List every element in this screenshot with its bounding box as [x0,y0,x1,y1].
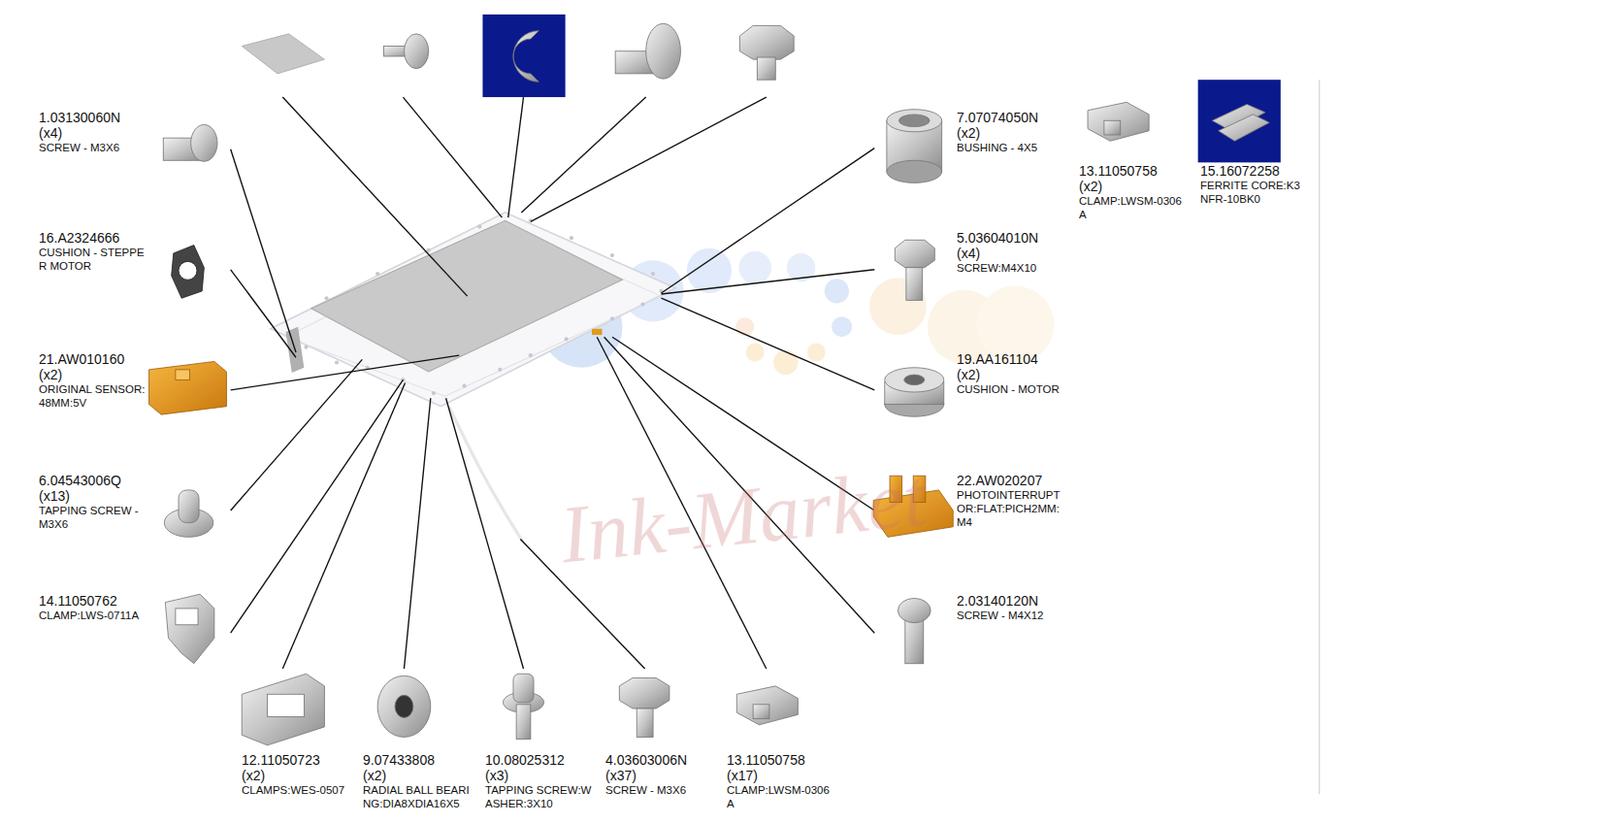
part-callout: 2.03140120NSCREW - M4X12 [956,592,1064,622]
quantity: (x37) [605,767,713,784]
quantity: (x2) [362,767,470,784]
part-number: 4.03603006N [605,751,713,768]
part-callout: 19.AA161104(x2)CUSHION - MOTOR [956,351,1064,396]
part-icons [149,14,1281,746]
watermark: Ink-Market [555,450,931,583]
part-number: 12.11050723 [241,751,349,768]
quantity: (x2) [1078,178,1186,195]
part-description: CLAMP:LWSM-0306A [1078,194,1186,222]
part-number: 2.03140120N [956,592,1064,609]
part-callout: 15.16072258FERRITE CORE:K3NFR-10BK0 [1200,163,1307,206]
part-description: ORIGINAL SENSOR:48MM:5V [38,382,146,410]
part-callout: 12.11050723(x2)CLAMPS:WES-0507 [241,751,349,797]
part-callout: 10.08025312(x3)TAPPING SCREW:WASHER:3X10 [485,751,592,811]
quantity: (x17) [726,767,834,784]
quantity: (x13) [38,488,146,504]
divider [1318,79,1320,794]
part-description: CLAMPS:WES-0507 [241,783,349,797]
part-description: FERRITE CORE:K3NFR-10BK0 [1200,178,1307,206]
part-callout: 6.04543006Q(x13)TAPPING SCREW - M3X6 [38,472,146,531]
part-callout: 21.AW010160(x2)ORIGINAL SENSOR:48MM:5V [38,351,146,410]
part-callout: 14.11050762CLAMP:LWS-0711A [38,592,146,622]
part-number: 6.04543006Q [38,472,146,489]
part-callout: 13.11050758(x2)CLAMP:LWSM-0306A [1078,163,1186,222]
quantity: (x2) [38,366,146,383]
part-number: 1.03130060N [38,109,146,126]
part-number: 16.A2324666 [38,229,146,246]
quantity: (x4) [956,245,1064,262]
part-callout: 4.03603006N(x37)SCREW - M3X6 [605,751,713,797]
quantity: (x2) [241,767,349,784]
part-description: CLAMP:LWSM-0306A [726,783,834,811]
part-description: TAPPING SCREW:WASHER:3X10 [485,783,592,811]
quantity: (x4) [38,125,146,141]
part-number: 5.03604010N [956,229,1064,246]
part-description: SCREW - M3X6 [605,783,713,797]
quantity: (x2) [956,125,1064,141]
part-description: CLAMP:LWS-0711A [38,608,146,622]
part-callout: 5.03604010N(x4)SCREW:M4X10 [956,229,1064,275]
part-description: BUSHING - 4X5 [956,140,1064,155]
part-callout: 1.03130060N(x4)SCREW - M3X6 [38,109,146,155]
part-number: 15.16072258 [1200,163,1307,179]
part-number: 21.AW010160 [38,351,146,367]
part-callout: 7.07074050N(x2)BUSHING - 4X5 [956,109,1064,155]
part-callout: 16.A2324666CUSHION - STEPPER MOTOR [38,229,146,273]
part-callout: 22.AW020207PHOTOINTERRUPTOR:FLAT:PICH2MM… [956,472,1064,529]
part-callout: 13.11050758(x17)CLAMP:LWSM-0306A [726,751,834,811]
part-number: 22.AW020207 [956,472,1064,489]
part-number: 13.11050758 [1078,163,1186,179]
part-description: CUSHION - MOTOR [956,382,1064,396]
part-number: 19.AA161104 [956,351,1064,367]
part-number: 9.07433808 [362,751,470,768]
part-description: CUSHION - STEPPER MOTOR [38,245,146,273]
part-number: 14.11050762 [38,592,146,609]
part-description: TAPPING SCREW - M3X6 [38,503,146,531]
leader-lines [230,97,876,669]
part-number: 10.08025312 [485,751,592,768]
part-number: 7.07074050N [956,109,1064,126]
quantity: (x3) [485,767,592,784]
part-description: PHOTOINTERRUPTOR:FLAT:PICH2MM:M4 [956,488,1064,529]
part-callout: 9.07433808(x2)RADIAL BALL BEARING:DIA8XD… [362,751,470,811]
part-description: SCREW:M4X10 [956,261,1064,275]
part-description: SCREW - M4X12 [956,608,1064,622]
part-number: 13.11050758 [726,751,834,768]
quantity: (x2) [956,366,1064,383]
part-description: RADIAL BALL BEARING:DIA8XDIA16X5 [362,783,470,811]
part-description: SCREW - M3X6 [38,140,146,155]
